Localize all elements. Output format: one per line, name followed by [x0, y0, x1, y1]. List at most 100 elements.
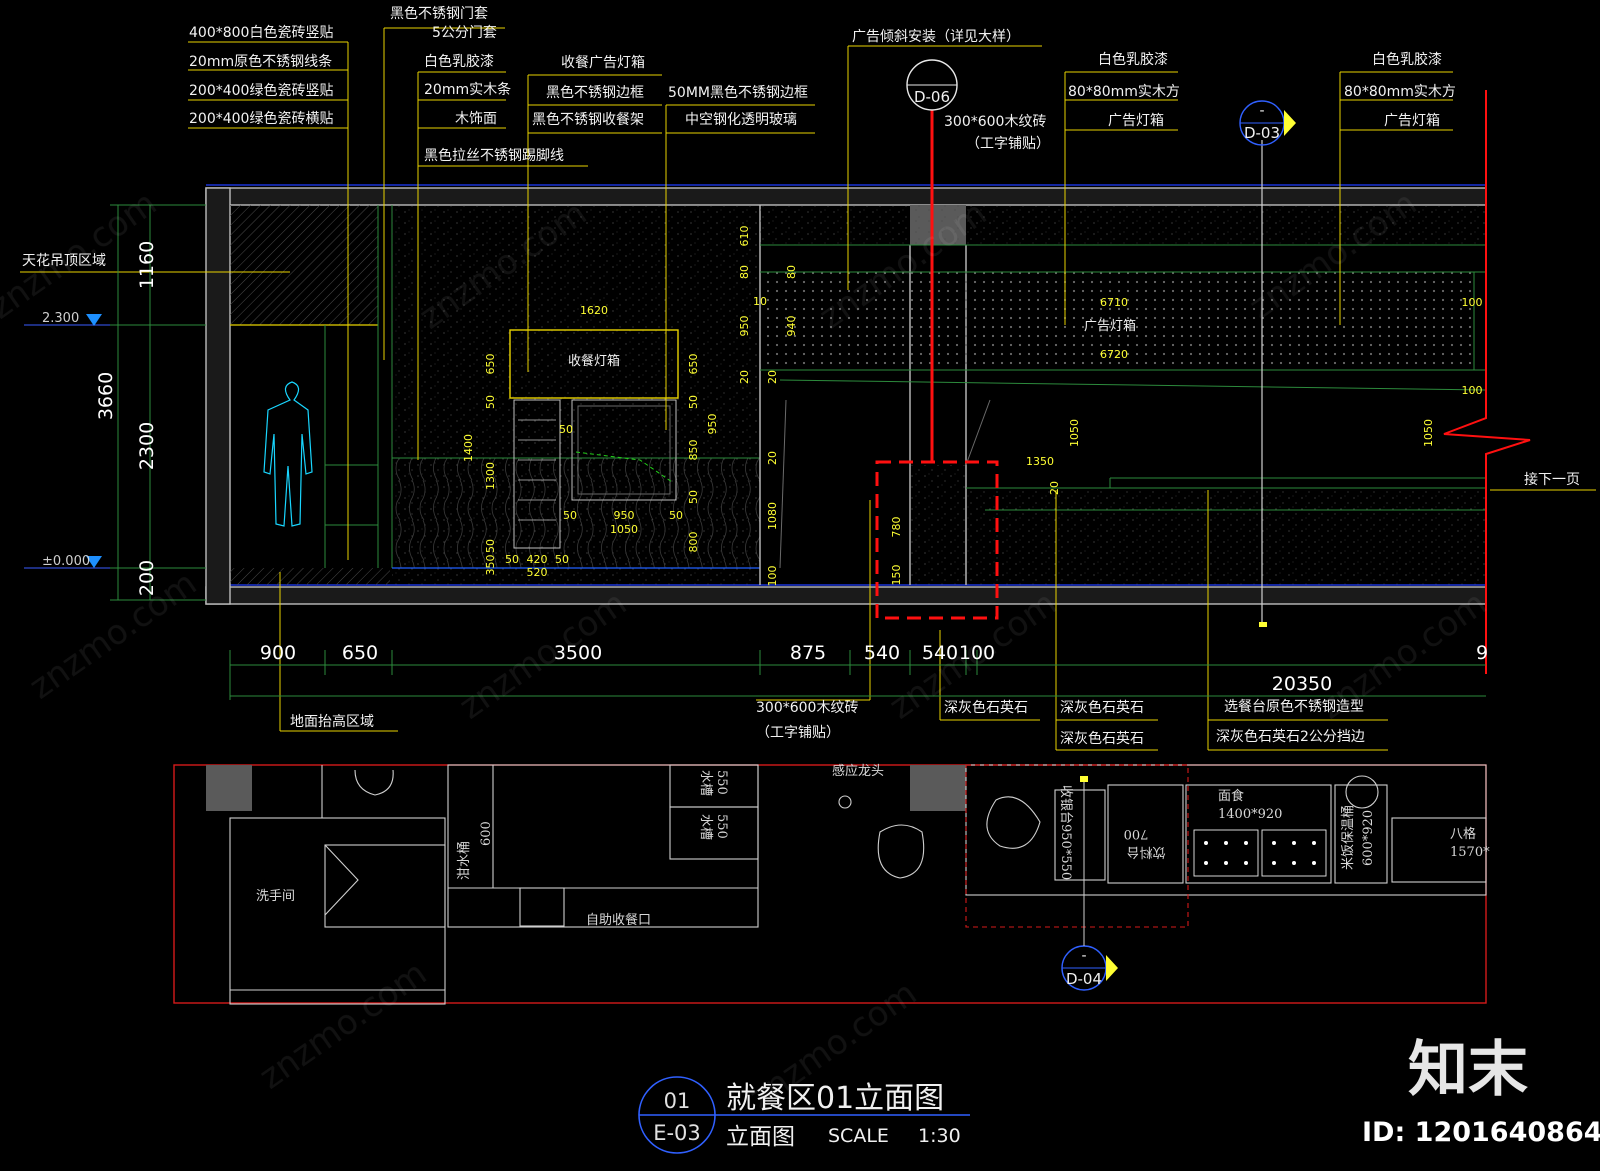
- ceiling-hatch: [230, 205, 378, 325]
- callout-left-2: 20mm原色不锈钢线条: [189, 53, 332, 70]
- dim-50-a: 50: [505, 553, 519, 566]
- title-tag-number: 01: [664, 1089, 691, 1113]
- callout-right-a2: 80*80mm实木方: [1068, 84, 1180, 100]
- dim-1050-v2: 1050: [1422, 419, 1435, 447]
- vdim-2300: 2300: [136, 422, 158, 470]
- callout-right-b2: 80*80mm实木方: [1344, 84, 1456, 100]
- plan-sensor: 感应龙头: [832, 763, 884, 779]
- dim-10: 10: [753, 295, 767, 308]
- vertical-dimensions: 1160 3660 2300 200: [95, 241, 158, 596]
- callout-leaders: [20, 27, 1596, 751]
- title-block: [638, 1076, 970, 1154]
- plan-bucket-w: 600: [479, 821, 494, 846]
- hdim-20350: 20350: [1272, 673, 1332, 695]
- callout-bottom-tile-a: 300*600木纹砖: [756, 700, 858, 716]
- tag-d03: D-03: [1244, 124, 1280, 142]
- dim-50-g: 50: [687, 395, 700, 409]
- callout-left-1: 400*800白色瓷砖竖贴: [189, 24, 333, 41]
- plan-rice-size: 600*920: [1361, 810, 1376, 866]
- dim-50-c: 50: [559, 423, 573, 436]
- horizontal-dimensions: 900 650 3500 875 540 540 100 9 20350: [260, 642, 1488, 695]
- dim-800: 800: [687, 532, 700, 553]
- dim-150: 150: [890, 565, 903, 586]
- upper-wall: [760, 205, 1486, 245]
- plan-drink: 饮料台: [1126, 844, 1165, 859]
- callout-box-3: 黑色不锈钢收餐架: [532, 111, 644, 128]
- dim-6720: 6720: [1100, 348, 1128, 361]
- dim-50-f: 50: [484, 395, 497, 409]
- callout-left-3: 200*400绿色瓷砖竖贴: [189, 82, 333, 99]
- dim-850: 850: [687, 440, 700, 461]
- left-wall: [205, 187, 231, 605]
- plan-bucket: 泔水桶: [457, 841, 472, 880]
- hdim-9: 9: [1476, 642, 1488, 664]
- title-main: 就餐区01立面图: [726, 1081, 944, 1116]
- dim-1350: 1350: [1026, 455, 1054, 468]
- plan-drink-w: 700: [1124, 826, 1149, 841]
- dim-100-r2: 100: [1462, 384, 1483, 397]
- human-scale-figure: [263, 381, 313, 527]
- hdim-540-a: 540: [864, 642, 900, 664]
- dim-50-d: 50: [563, 509, 577, 522]
- tag-d06: D-06: [914, 88, 950, 106]
- level-floor: ±0.000: [42, 554, 90, 569]
- drawing-title: 01 E-03 就餐区01立面图 立面图 SCALE 1:30: [653, 1081, 960, 1150]
- dim-1050-v: 1050: [1068, 419, 1081, 447]
- callout-tile-b: （工字铺贴）: [966, 136, 1050, 152]
- hdim-3500: 3500: [554, 642, 602, 664]
- dim-80-b: 80: [785, 265, 798, 279]
- hdim-540-b: 540: [922, 642, 958, 664]
- title-sub: 立面图: [726, 1124, 795, 1150]
- plan-sink-a: 水槽: [698, 770, 713, 796]
- dim-950: 950: [614, 509, 635, 522]
- callout-door-b: 5公分门套: [432, 25, 497, 41]
- dim-1050: 1050: [610, 523, 638, 536]
- dim-80-a: 80: [738, 265, 751, 279]
- svg-text:znzmo.com: znzmo.com: [252, 953, 434, 1097]
- callout-mid-2: 20mm实木条: [424, 81, 511, 98]
- hdim-900: 900: [260, 642, 296, 664]
- dim-20-d: 20: [1048, 481, 1061, 495]
- callout-right-b1: 白色乳胶漆: [1372, 51, 1442, 68]
- dim-100-r1: 100: [1462, 296, 1483, 309]
- callout-mid-4: 黑色拉丝不锈钢踢脚线: [424, 147, 564, 164]
- callout-right-b3: 广告灯箱: [1384, 113, 1440, 129]
- plan-sink-w1: 550: [714, 770, 729, 795]
- callout-sign-install: 广告倾斜安装（详见大样）: [852, 29, 1020, 45]
- plan-sink-b: 水槽: [698, 814, 713, 840]
- dim-940: 940: [785, 316, 798, 337]
- tag-d04-dash: -: [1081, 948, 1086, 964]
- plan-frame: [173, 764, 1487, 1004]
- brand-id: ID: 1201640864: [1362, 1117, 1600, 1148]
- callout-tile-a: 300*600木纹砖: [944, 114, 1046, 130]
- scale-label: SCALE: [828, 1125, 889, 1147]
- plan-self-window: 自助收餐口: [586, 912, 651, 928]
- plan-noodle-size: 1400*920: [1218, 807, 1282, 822]
- plan-eight: 八格: [1450, 826, 1476, 842]
- dim-100-v: 100: [766, 566, 779, 587]
- plan-view: [173, 764, 1487, 1005]
- dim-420: 420: [527, 553, 548, 566]
- dim-610: 610: [738, 226, 751, 247]
- dim-20-c: 20: [766, 451, 779, 465]
- dim-520: 520: [527, 566, 548, 579]
- collection-lightbox: [509, 329, 679, 399]
- dim-650-a: 650: [484, 354, 497, 375]
- detail-callout-box: [875, 460, 999, 620]
- dim-50-e: 50: [669, 509, 683, 522]
- title-tag-sheet: E-03: [653, 1121, 701, 1145]
- callout-counter-a: 选餐台原色不锈钢造型: [1224, 698, 1364, 715]
- dim-950-v2: 950: [706, 414, 719, 435]
- dim-950-v: 950: [738, 316, 751, 337]
- ceiling-slab: [205, 187, 1487, 206]
- dim-6710: 6710: [1100, 296, 1128, 309]
- callout-right-a3: 广告灯箱: [1108, 113, 1164, 129]
- callout-floor-zone: 地面抬高区域: [290, 713, 374, 730]
- label-ad-sign: 广告灯箱: [1084, 318, 1136, 334]
- wood-veneer: [392, 458, 760, 568]
- callout-door-a: 黑色不锈钢门套: [390, 5, 488, 22]
- vdim-3660: 3660: [95, 372, 117, 420]
- callout-glass-1: 50MM黑色不锈钢边框: [668, 84, 808, 101]
